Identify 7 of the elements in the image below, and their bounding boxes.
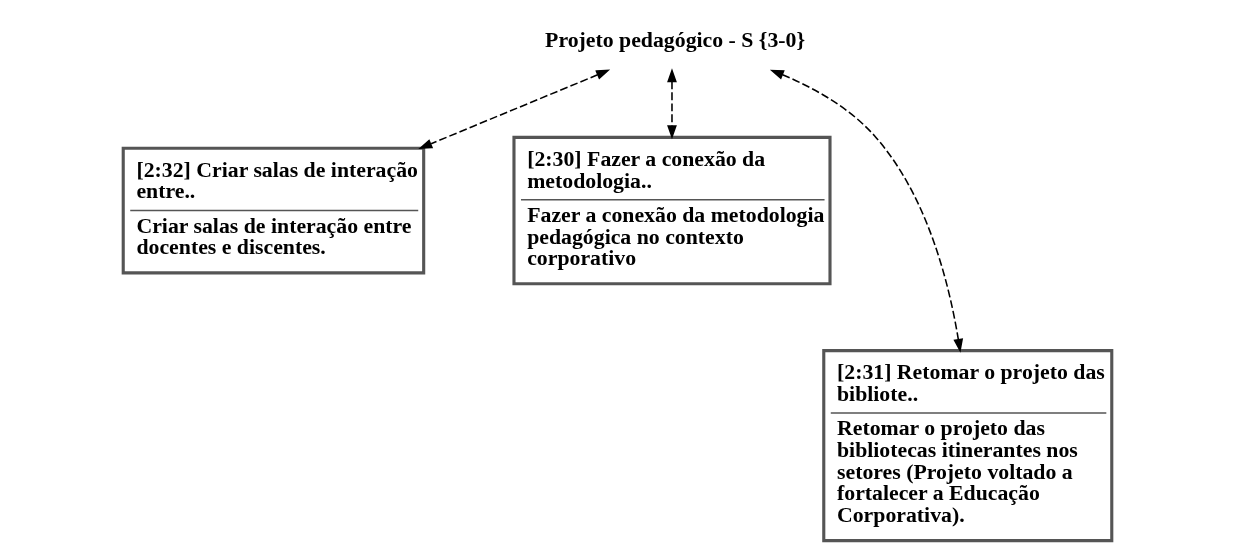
node-text: Projeto pedagógico - S {3-0}: [544, 27, 805, 52]
arrow: [417, 69, 610, 150]
arrow: [769, 69, 963, 353]
node-box: [2:31] Retomar o projeto das bibliote.. Retomar o projeto das bibliotecas itinerantes nos setores (Projeto voltado a fortalecer a Educação Corporativa).: [821, 349, 1113, 543]
node-box: [2:30] Fazer a conexão da metodologia.. Fazer a conexão da metodologia pedagógica no contexto corporativo: [511, 135, 832, 286]
node-box: [2:32] Criar salas de interação entre.. Criar salas de interação entre docentes e discentes.: [121, 146, 425, 275]
arrow: [666, 68, 677, 140]
